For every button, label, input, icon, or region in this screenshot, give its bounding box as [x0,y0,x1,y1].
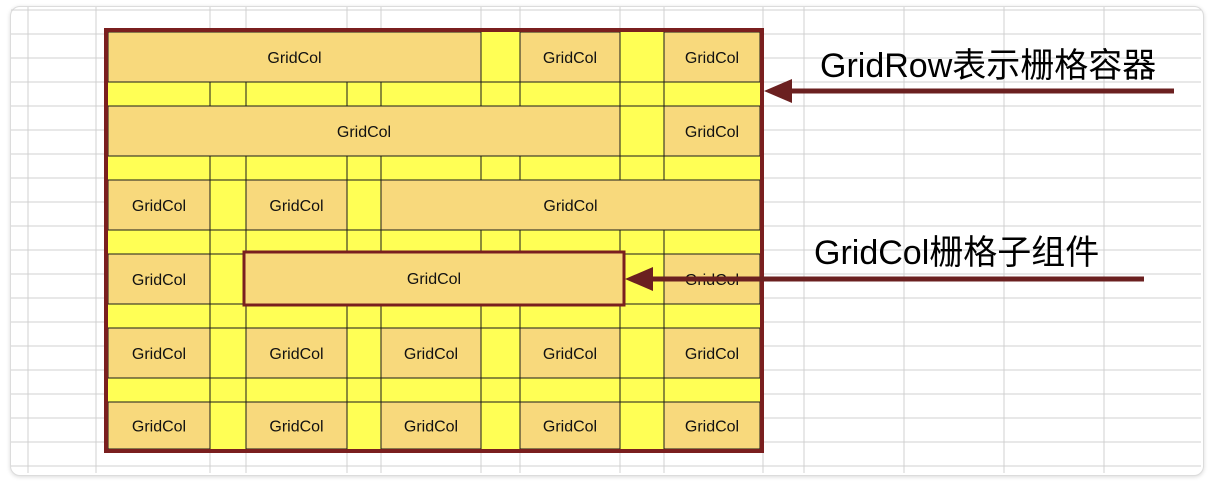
gridcol-cell-label: GridCol [685,419,739,436]
highlighted-gridcol-label: GridCol [407,271,461,288]
gridcol-cell-label: GridCol [543,346,597,363]
gridcol-cell-label: GridCol [132,346,186,363]
gridcol-cell-label: GridCol [269,198,323,215]
gridcol-cell [519,401,621,450]
gridcol-cell [380,179,761,231]
gridcol-cell [245,179,348,231]
gridrow-container-border [104,28,764,453]
gridcol-cell-label: GridCol [543,198,597,215]
gridcol-cell-label: GridCol [404,419,458,436]
gridcol-cell [107,31,482,83]
gridcol-cell [107,253,211,305]
gridcol-cell-label: GridCol [404,346,458,363]
gridcol-cell [245,401,348,450]
gridcol-cell [107,401,211,450]
gridrow-arrow-head [764,79,792,103]
highlighted-gridcol [242,250,626,307]
gridcol-cell [107,105,621,157]
gridcol-annotation-label: GridCol栅格子组件 [814,234,1100,272]
gridcol-cell-label: GridCol [267,50,321,67]
gridcol-cell [519,327,621,379]
gutter-area [108,32,760,449]
gridcol-cell [245,327,348,379]
gridcol-cell-label: GridCol [132,198,186,215]
gridrow-annotation-label: GridRow表示栅格容器 [820,47,1157,85]
gridcol-cell-label: GridCol [132,272,186,289]
gridcol-cell [663,105,761,157]
gridcol-cell-label: GridCol [132,419,186,436]
gridcol-cell-label: GridCol [685,124,739,141]
gridcol-cell-label: GridCol [269,419,323,436]
gridcol-cell-label: GridCol [269,346,323,363]
gridcol-cell [380,327,482,379]
gridcol-arrow-head [625,267,653,291]
gridcol-cell [380,401,482,450]
gridcol-cell-label: GridCol [337,124,391,141]
gridcol-cell-label: GridCol [685,50,739,67]
gridcol-cell [663,31,761,83]
gridcol-cell-label: GridCol [543,419,597,436]
gridcol-cell-label: GridCol [543,50,597,67]
gridcol-cell-label: GridCol [685,346,739,363]
